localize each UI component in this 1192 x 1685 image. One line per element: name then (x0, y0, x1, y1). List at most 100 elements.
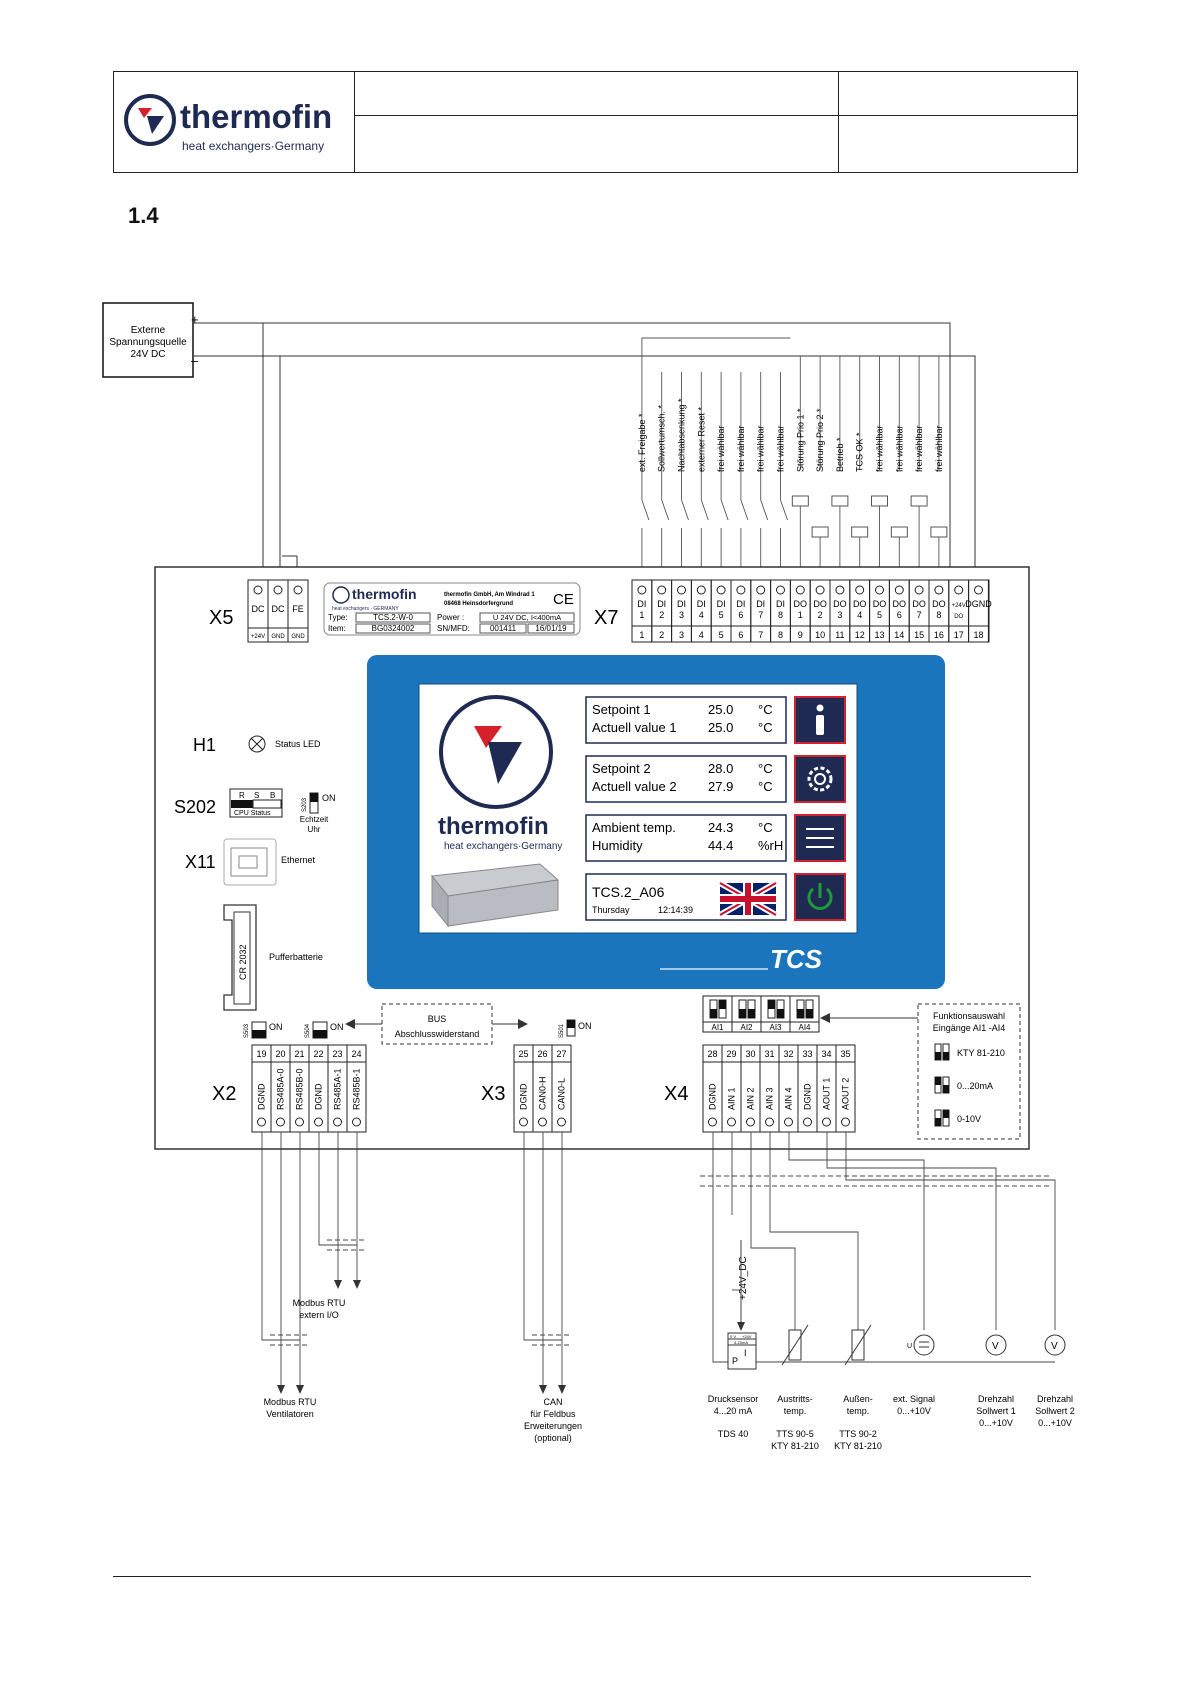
screw-icon (736, 585, 746, 595)
x7-terminal-type: +24V (952, 603, 966, 609)
x7-terminal-index: 6 (897, 610, 902, 620)
x7-signal-label: ext. Freigabe * (637, 413, 647, 472)
x5-terminal-sublabel: GND (291, 634, 305, 640)
device-time: 12:14:39 (658, 905, 693, 915)
battery-label: CR 2032 (238, 944, 248, 980)
relay-coil (890, 526, 908, 538)
panel-value: 27.9 (708, 779, 733, 794)
device-label: Außen- (843, 1394, 873, 1404)
device-type: KTY 81-210 (834, 1441, 882, 1451)
screw-icon (519, 1117, 528, 1127)
ai-switch-label: AI3 (769, 1023, 782, 1032)
ai-arrow (820, 1013, 830, 1023)
x3-terminal-signal: DGND (519, 1083, 529, 1110)
x4-terminal-signal: AIN 2 (746, 1087, 756, 1110)
x7-terminal-index: 3 (679, 610, 684, 620)
ai-switch-label: AI1 (711, 1023, 724, 1032)
x2-terminal-number: 19 (256, 1049, 266, 1059)
screw-icon (835, 585, 845, 595)
can-line-2: für Feldbus (530, 1409, 576, 1419)
x7-signal-label: Störung Prio 1 * (795, 408, 805, 472)
screen-logo-red (474, 726, 502, 748)
screw-icon (677, 585, 686, 595)
device-label: 0...+10V (897, 1406, 931, 1416)
screw-icon (803, 1117, 812, 1127)
x7-signal-label: frei wählbar (914, 425, 924, 472)
x2-terminal (346, 1044, 367, 1133)
x4-terminal-signal: AOUT 1 (822, 1078, 832, 1110)
x7-signal-label: frei wählbar (736, 425, 746, 472)
x7-terminal-index: 7 (917, 610, 922, 620)
touch-display: thermofin heat exchangers·Germany Setpoi… (367, 655, 945, 989)
pressure-mark-24v: +24V (742, 1334, 752, 1339)
supply-24v-label: +24V_DC (738, 1256, 749, 1300)
s202-b: B (270, 791, 275, 800)
x7-terminal-type: DI (756, 599, 765, 609)
pressure-mark-0v: 0 V (730, 1334, 736, 1339)
x4-terminal-signal: AIN 1 (727, 1087, 737, 1110)
screen-button-menu-icon[interactable] (794, 814, 846, 862)
temp-sensor-1-icon (781, 1324, 809, 1366)
x7-terminal-number: 10 (815, 630, 825, 640)
screw-icon (295, 1117, 304, 1127)
s203-label: S203 (302, 797, 308, 812)
x2-terminal-number: 21 (294, 1049, 304, 1059)
x5-terminal-sublabel: GND (271, 634, 285, 640)
x4-terminal-signal: AIN 4 (784, 1087, 794, 1110)
x7-terminal-type: DO (813, 599, 827, 609)
x3-terminal (551, 1044, 572, 1133)
power-source-line-1: Externe (131, 325, 166, 336)
x7-terminal-type: DO (873, 599, 887, 609)
x4-terminal-signal: DGND (708, 1083, 718, 1110)
nameplate: thermofin heat exchangers · GERMANY ther… (323, 582, 581, 636)
x4-terminal-signal: AOUT 2 (841, 1078, 851, 1110)
screen-brand: thermofin (438, 813, 549, 840)
screw-icon (914, 585, 924, 595)
voltage-source-u: U (907, 1343, 912, 1350)
x4-label: X4 (664, 1083, 688, 1105)
power-value: U 24V DC, I<400mA (493, 613, 561, 622)
x5-terminal (287, 579, 309, 643)
bus-arrow-left (345, 1019, 355, 1029)
device-label: Austritts- (777, 1394, 813, 1404)
screen-button-gear-icon[interactable] (794, 755, 846, 803)
nameplate-address-1: thermofin GmbH, Am Windrad 1 (444, 592, 535, 598)
sn-value: 001411 (490, 624, 517, 633)
device-label: temp. (847, 1406, 870, 1416)
bus-arrow-right (518, 1019, 528, 1029)
uk-flag-icon[interactable] (718, 880, 778, 918)
shield-marks (270, 1175, 1050, 1346)
screen-button-power-icon[interactable] (794, 873, 846, 921)
x3-terminal-number: 26 (537, 1049, 547, 1059)
panel-value: 28.0 (708, 761, 733, 776)
svg-text:V: V (1051, 1341, 1058, 1352)
screw-icon (708, 1117, 717, 1127)
condenser-image (431, 863, 560, 928)
type-label: Type: (328, 613, 348, 622)
x4-terminal-number: 34 (821, 1049, 831, 1059)
ai-switch-label: AI2 (740, 1023, 753, 1032)
voltage-source-icon: U (907, 1334, 935, 1356)
s504-label: S504 (305, 1023, 311, 1038)
x4-terminal-number: 30 (745, 1049, 755, 1059)
x7-terminal-index: 8 (778, 610, 783, 620)
x7-terminal-type: DI (717, 599, 726, 609)
battery-holder-icon (223, 904, 257, 1011)
screw-icon (727, 1117, 736, 1127)
x2-terminal-number: 22 (313, 1049, 323, 1059)
x4-terminal-number: 31 (764, 1049, 774, 1059)
x4-terminal-number: 33 (802, 1049, 812, 1059)
screen-button-info-icon[interactable] (794, 696, 846, 744)
voltmeter-2-icon: V (1044, 1334, 1066, 1356)
screw-icon (765, 1117, 774, 1127)
screen-logo-blue (488, 742, 522, 784)
device-label: Drehzahl (1037, 1394, 1073, 1404)
device-type: TDS 40 (718, 1429, 749, 1439)
x7-terminal-index: 8 (936, 610, 941, 620)
x7-signal-label: Nachtabsenkung * (677, 398, 687, 472)
uhr-label: Uhr (308, 825, 321, 834)
screw-icon (974, 585, 983, 595)
x7-terminal-number: 5 (719, 630, 724, 640)
s203-on: ON (322, 793, 336, 803)
